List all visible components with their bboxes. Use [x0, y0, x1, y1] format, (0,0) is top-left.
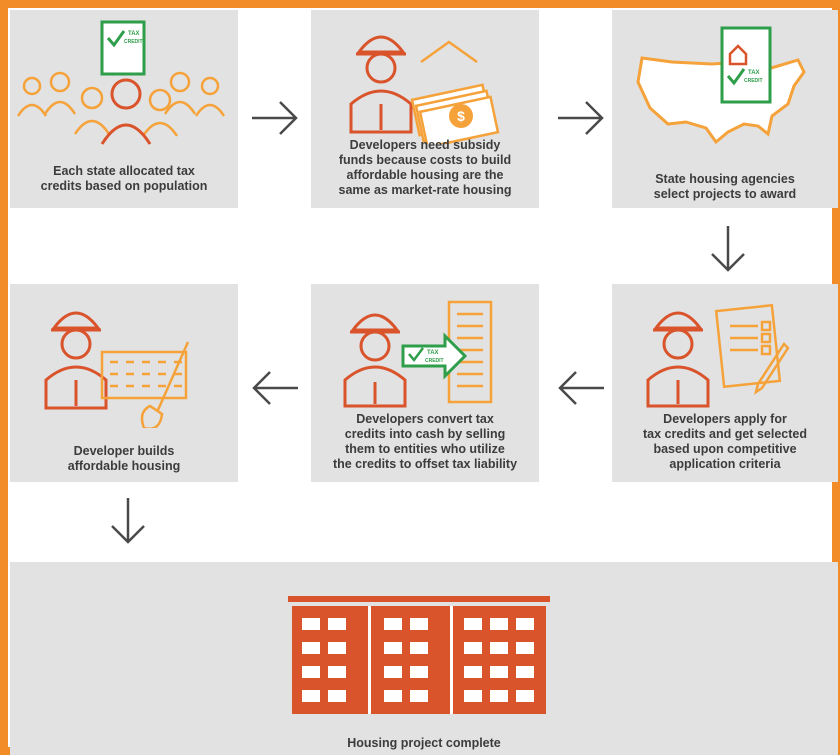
step-4-label: Developers apply for tax credits and get…: [643, 412, 807, 471]
us-map-tax-credit-icon: TAX CREDIT: [636, 26, 806, 145]
arrow-right-2: [558, 101, 604, 135]
developer-with-cash-icon: $: [349, 35, 500, 144]
apartment-building-icon: [288, 596, 550, 714]
step-5-panel: TAX CREDIT Developers convert tax credit…: [311, 284, 539, 482]
step-3-panel: TAX CREDIT State housing agencies select…: [612, 10, 838, 208]
arrow-left-2: [558, 371, 604, 405]
step-6-label: Developer builds affordable housing: [67, 444, 181, 473]
step-2-panel: $ Developers need subsidy funds because …: [311, 10, 539, 208]
step-1-label: Each state allocated tax credits based o…: [40, 164, 208, 193]
tax-credit-stamp-text: TAX: [128, 31, 140, 37]
final-panel: Housing project complete: [10, 562, 838, 755]
arrow-down-2: [111, 498, 145, 544]
arrow-left-1: [252, 371, 298, 405]
arrow-down-1: [711, 226, 745, 272]
final-label: Housing project complete: [347, 736, 501, 750]
step-1-panel: TAX CREDIT Each state allocated tax cred…: [10, 10, 238, 208]
developer-convert-credit-icon: TAX CREDIT: [343, 300, 493, 408]
svg-text:CREDIT: CREDIT: [425, 358, 444, 364]
developer-building-icon: [44, 311, 190, 428]
svg-text:$: $: [457, 108, 465, 124]
people-with-tax-credit-icon: TAX CREDIT: [16, 20, 226, 145]
step-3-label: State housing agencies select projects t…: [653, 172, 797, 201]
svg-text:CREDIT: CREDIT: [744, 78, 763, 84]
step-4-panel: Developers apply for tax credits and get…: [612, 284, 838, 482]
svg-text:TAX: TAX: [748, 70, 760, 76]
step-2-label: Developers need subsidy funds because co…: [338, 138, 512, 197]
step-6-panel: Developer builds affordable housing: [10, 284, 238, 482]
step-5-label: Developers convert tax credits into cash…: [332, 412, 518, 471]
svg-text:CREDIT: CREDIT: [124, 39, 143, 45]
svg-text:TAX: TAX: [427, 350, 439, 356]
developer-application-icon: [646, 303, 790, 408]
arrow-right-1: [252, 101, 298, 135]
